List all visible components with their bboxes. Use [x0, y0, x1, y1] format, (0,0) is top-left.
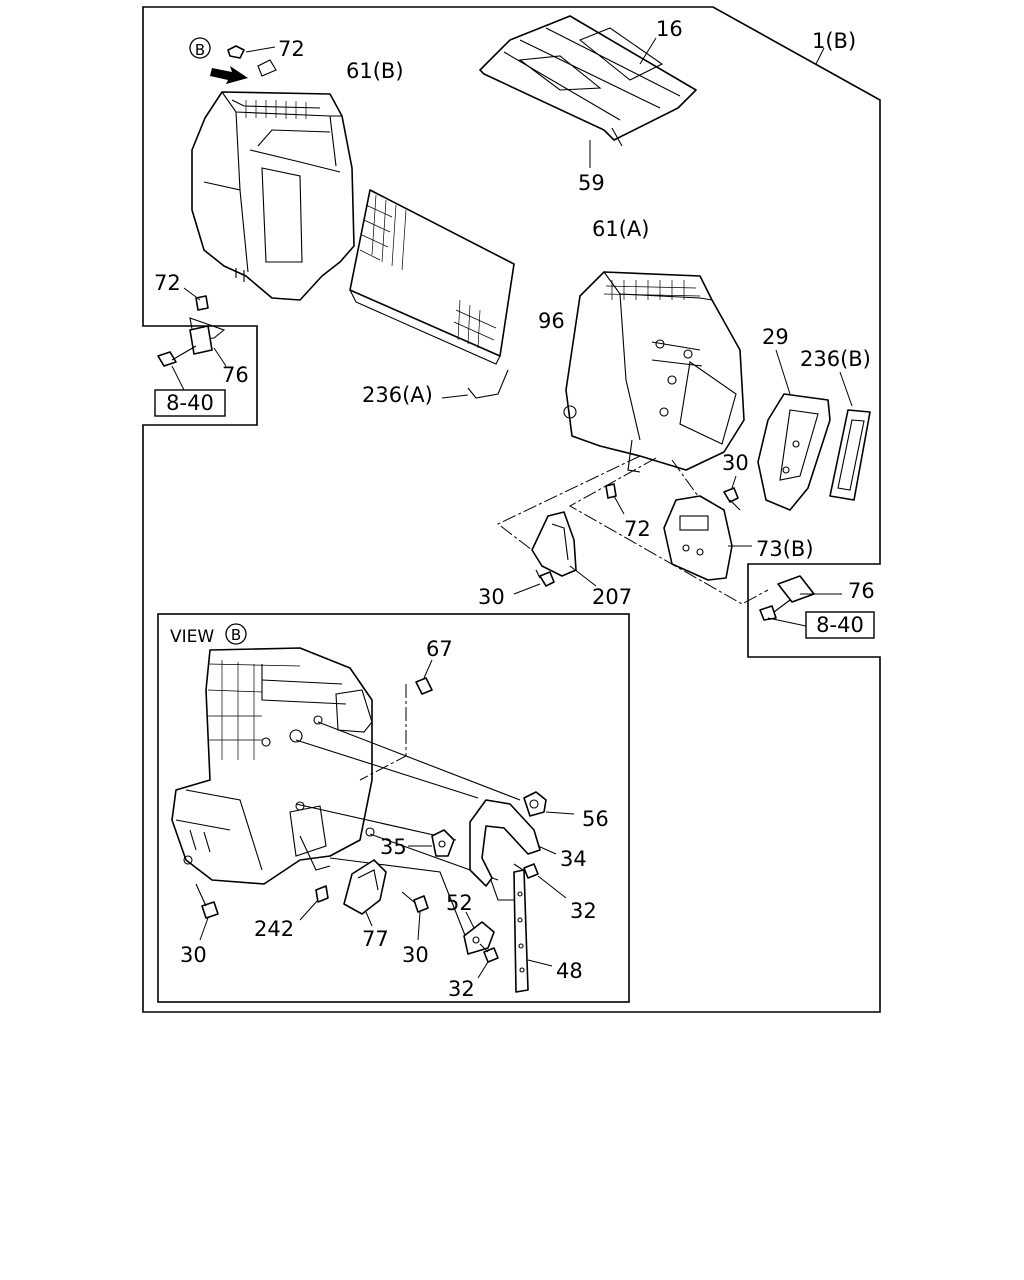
view-label-circle: [225, 623, 247, 645]
callout-236b: 236(B): [800, 347, 871, 371]
assembly-border: [142, 6, 881, 1013]
screw-30-view-left: [195, 883, 219, 919]
clip-72-mid: [605, 483, 617, 499]
callout-1b: 1(B): [812, 29, 856, 53]
ref-right: 8-40: [816, 613, 864, 637]
callout-32-b: 32: [448, 977, 475, 1001]
callout-242: 242: [254, 917, 294, 941]
callout-48: 48: [556, 959, 583, 983]
housing-61a: [563, 271, 745, 473]
callout-32-a: 32: [570, 899, 597, 923]
screw-30-right: [723, 487, 741, 511]
ref-box-right: [805, 611, 875, 639]
callout-236a: 236(A): [362, 383, 433, 407]
link-35: [431, 829, 455, 857]
callout-52: 52: [446, 891, 473, 915]
callout-30-mid: 30: [478, 585, 505, 609]
rod-48: [513, 869, 529, 993]
callout-76-left: 76: [222, 363, 249, 387]
view-label: VIEW: [170, 627, 214, 647]
lever-34: [469, 799, 541, 887]
screw-30-view-mid: [401, 891, 429, 913]
callout-207: 207: [592, 585, 632, 609]
callout-16: 16: [656, 17, 683, 41]
callout-34: 34: [560, 847, 587, 871]
motor-77: [343, 859, 387, 915]
callout-29: 29: [762, 325, 789, 349]
alignment-lines: [497, 455, 769, 605]
nut-56: [523, 791, 547, 817]
bracket-52: [463, 921, 495, 955]
callout-77: 77: [362, 927, 389, 951]
view-b-housing: [171, 647, 375, 885]
callout-72-mid: 72: [624, 517, 651, 541]
view-b-frame: [157, 613, 630, 1003]
callout-76-right: 76: [848, 579, 875, 603]
callout-72-top: 72: [278, 37, 305, 61]
callout-56: 56: [582, 807, 609, 831]
view-direction-arrow: [210, 66, 248, 84]
callout-59: 59: [578, 171, 605, 195]
view-marker-letter: B: [195, 41, 205, 59]
callout-30-view-b: 30: [402, 943, 429, 967]
housing-61b: [191, 59, 355, 301]
ref-left: 8-40: [166, 391, 214, 415]
seal-236a: [467, 369, 509, 399]
screw-32-lower: [479, 943, 499, 963]
actuator-29: [757, 393, 831, 511]
callout-96: 96: [538, 309, 565, 333]
clip-72-top: [227, 45, 245, 59]
panel-73b: [663, 495, 733, 581]
door-16-59: [479, 15, 697, 147]
callout-30-right: 30: [722, 451, 749, 475]
ref-box-left: [154, 389, 226, 417]
callout-61b: 61(B): [346, 59, 404, 83]
view-label-letter: B: [231, 626, 241, 644]
callout-67: 67: [426, 637, 453, 661]
clip-67: [415, 677, 433, 695]
callout-30-view-a: 30: [180, 943, 207, 967]
screw-30-mid: [535, 569, 555, 587]
view-marker-circle: [189, 37, 211, 59]
callout-61a: 61(A): [592, 217, 649, 241]
bracket-207: [531, 511, 577, 577]
callout-72-left: 72: [154, 271, 181, 295]
clip-242: [315, 885, 329, 903]
filter-96: [349, 189, 515, 365]
bracket-76-left: [157, 295, 226, 367]
callout-73b: 73(B): [756, 537, 814, 561]
callout-35: 35: [380, 835, 407, 859]
